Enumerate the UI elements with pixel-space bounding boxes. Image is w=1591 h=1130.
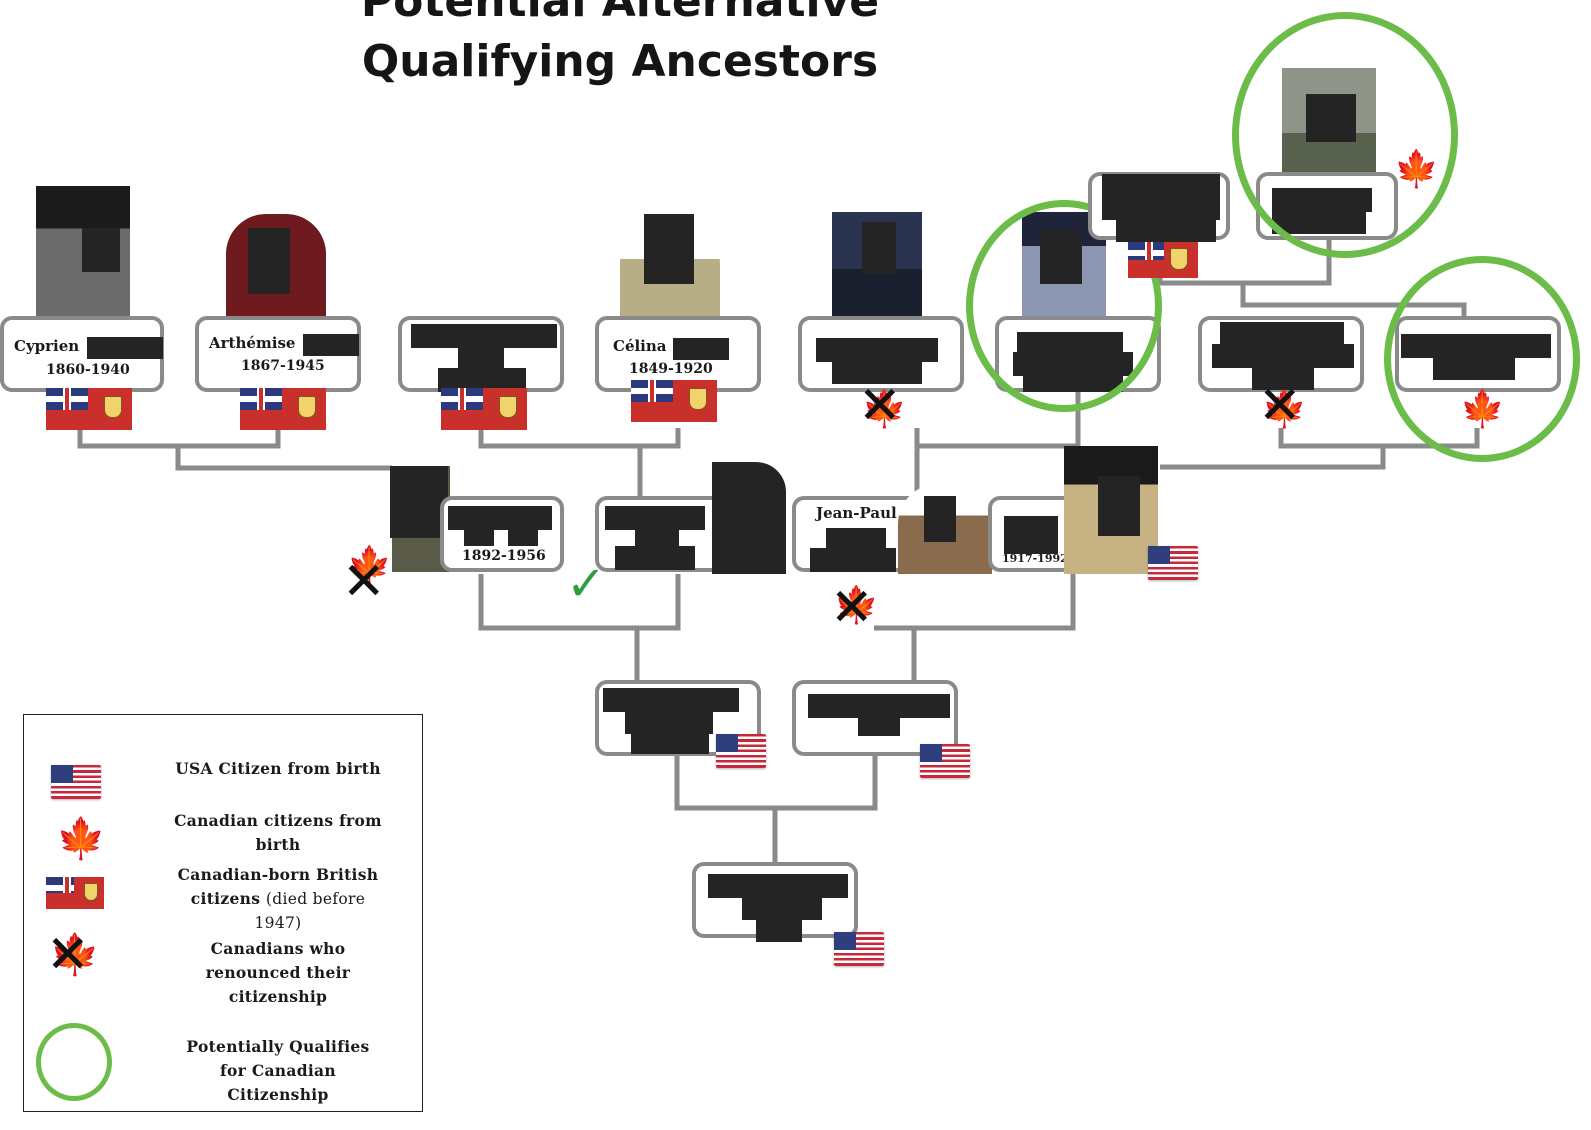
surname-redaction — [87, 337, 163, 359]
dates-redaction — [631, 730, 709, 754]
legend-renounced-label: Canadians who renounced their citizenshi… — [205, 939, 351, 1006]
name-redaction — [1102, 196, 1220, 220]
legend-qualifies-label: Potentially Qualifies for Canadian Citiz… — [186, 1037, 370, 1104]
legend-british-light: (died before 1947) — [254, 890, 366, 932]
connector-g1-pair1 — [77, 428, 281, 449]
renounced-x-icon: ✕ — [858, 376, 902, 436]
renounced-x-icon: ✕ — [342, 552, 386, 612]
person-card-redacted[interactable] — [792, 680, 958, 756]
connector-g1-pair1-drop — [175, 446, 392, 471]
name-redaction — [1212, 344, 1354, 368]
name-redaction — [411, 324, 557, 348]
person-dates: 1849-1920 — [629, 361, 713, 377]
legend-british-bold: Canadian-born British citizens — [177, 865, 379, 908]
red-ensign-icon — [240, 388, 326, 430]
person-card-redacted[interactable] — [692, 862, 858, 942]
dates-redaction — [832, 360, 922, 384]
person-card-redacted[interactable] — [1088, 172, 1230, 242]
dates-redaction — [810, 548, 896, 572]
person-card-arthemise[interactable]: Arthémise 1867-1945 — [195, 316, 361, 392]
connector-g1-pair4-drop — [1160, 446, 1386, 470]
red-ensign-icon — [46, 388, 132, 430]
qualifies-ring-icon — [1384, 256, 1580, 462]
title-line-1: Potential Alternative — [360, 0, 880, 27]
person-dates: 1860-1940 — [46, 362, 130, 378]
connector-g3 — [674, 755, 878, 811]
us-flag-icon — [716, 734, 766, 768]
person-dates: 1892-1956 — [462, 548, 546, 564]
person-dates: 1867-1945 — [241, 358, 325, 374]
qualifies-ring-icon — [966, 200, 1162, 412]
renounced-x-icon: ✕ — [1258, 376, 1302, 436]
us-flag-icon — [1148, 546, 1198, 580]
name-redaction — [1004, 516, 1058, 554]
name-redaction — [508, 526, 538, 546]
person-dates: 1917-1992 — [1002, 552, 1068, 565]
renounced-x-icon: ✕ — [830, 578, 874, 638]
name-redaction — [742, 896, 822, 920]
name-redaction — [1102, 174, 1220, 198]
face-redaction — [1098, 476, 1140, 536]
person-card-redacted[interactable] — [1198, 316, 1364, 392]
dates-redaction — [756, 918, 802, 942]
surname-redaction — [303, 334, 359, 356]
dates-redaction — [858, 714, 900, 736]
face-redaction — [924, 496, 956, 542]
face-redaction — [82, 228, 120, 272]
person-name: Jean-Paul — [816, 504, 897, 522]
connector-g2-pair1 — [478, 574, 681, 631]
surname-redaction — [673, 338, 729, 360]
red-ensign-icon — [46, 877, 104, 909]
person-card-cyprien[interactable]: Cyprien 1860-1940 — [0, 316, 164, 392]
dates-redaction — [1252, 366, 1314, 390]
face-redaction — [862, 222, 896, 274]
red-ensign-icon — [631, 380, 717, 422]
connector-g2-pair2 — [874, 574, 1076, 631]
maple-leaf-icon: 🍁 — [50, 932, 100, 978]
qualifies-ring-icon — [36, 1023, 112, 1101]
title-line-2: Qualifying Ancestors — [361, 36, 879, 87]
renounced-x-icon: ✕ — [46, 925, 90, 985]
face-redaction — [644, 214, 694, 284]
checkmark-icon: ✓ — [566, 556, 607, 612]
maple-leaf-icon: 🍁 — [862, 389, 907, 430]
us-flag-icon — [51, 765, 101, 799]
legend-usa-label: USA Citizen from birth — [175, 759, 381, 778]
chart-title: Potential Alternative Qualifying Ancesto… — [300, 0, 940, 92]
face-redaction — [248, 228, 290, 294]
legend-canadian-label: Canadian citizens from birth — [174, 811, 382, 854]
us-flag-icon — [920, 744, 970, 778]
legend-british-label: Canadian-born British citizens (died bef… — [172, 863, 384, 935]
maple-leaf-icon: 🍁 — [834, 585, 879, 626]
name-redaction — [464, 526, 494, 546]
red-ensign-icon — [441, 388, 527, 430]
person-card-redacted[interactable] — [398, 316, 564, 392]
dates-redaction — [1116, 218, 1216, 242]
person-name: Célina — [613, 337, 667, 355]
connector-g1-pair3 — [914, 392, 1081, 449]
name-redaction — [816, 338, 938, 362]
qualifies-ring-icon — [1232, 12, 1458, 258]
person-card-redacted[interactable]: 1892-1956 — [440, 496, 564, 572]
name-redaction — [603, 688, 739, 712]
person-name: Cyprien — [14, 337, 80, 355]
name-redaction — [708, 874, 848, 898]
photo-redacted — [712, 462, 786, 574]
name-redaction — [458, 346, 504, 370]
person-card-redacted[interactable] — [798, 316, 964, 392]
dates-redaction — [615, 546, 695, 570]
us-flag-icon — [834, 932, 884, 966]
name-redaction — [1220, 322, 1344, 346]
person-name: Arthémise — [209, 334, 296, 352]
legend: USA Citizen from birth 🍁 Canadian citize… — [23, 714, 423, 1112]
maple-leaf-icon: 🍁 — [56, 816, 106, 862]
maple-leaf-icon: 🍁 — [1262, 389, 1307, 430]
red-ensign-icon — [1128, 242, 1198, 278]
maple-leaf-icon: 🍁 — [347, 545, 392, 586]
connector-g1-pair2 — [478, 428, 681, 449]
face-redaction — [390, 466, 448, 538]
